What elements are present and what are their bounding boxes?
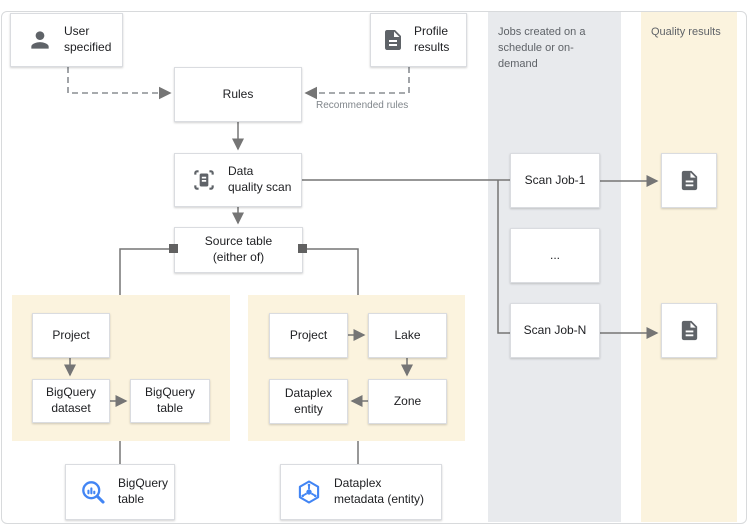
scan-job-1-label: Scan Job-1 (524, 172, 586, 187)
jobs-column-header: Jobs created on a schedule or on-demand (498, 26, 586, 70)
bigquery-table-output-label: BigQuery table (118, 476, 169, 506)
scan-job-n-node: Scan Job-N (510, 303, 600, 358)
scan-job-1-node: Scan Job-1 (510, 153, 600, 208)
dataplex-metadata-output-node: Dataplex metadata (entity) (280, 464, 442, 520)
source-table-node: Source table (either of) (174, 227, 303, 273)
scan-job-ellipsis-node: ... (510, 228, 600, 283)
bigquery-dataset-label: BigQuery dataset (45, 385, 97, 415)
bigquery-table-label: BigQuery table (144, 385, 196, 415)
data-quality-scan-label: Data quality scan (228, 164, 292, 194)
bigquery-table-output-node: BigQuery table (65, 464, 175, 520)
dataplex-icon (295, 478, 323, 506)
file-icon (678, 169, 701, 192)
source-table-left-connector (169, 244, 178, 253)
dataplex-entity-label: Dataplex entity (284, 385, 333, 416)
scan-job-n-label: Scan Job-N (523, 322, 587, 337)
profile-results-node: Profile results (370, 13, 467, 67)
zone-node: Zone (368, 379, 447, 424)
scan-document-icon (191, 167, 217, 193)
dataplex-entity-node: Dataplex entity (269, 379, 348, 424)
zone-label: Zone (393, 393, 422, 408)
file-icon (678, 319, 701, 342)
person-icon (27, 27, 53, 53)
bigquery-dataset-node: BigQuery dataset (32, 379, 110, 423)
rules-label: Rules (222, 86, 254, 101)
scan-job-ellipsis-label: ... (549, 247, 560, 262)
lake-node: Lake (368, 313, 447, 358)
quality-results-column: Quality results (641, 12, 737, 522)
quality-result-1-node (661, 153, 717, 208)
quality-result-2-node (661, 303, 717, 358)
diagram-frame (1, 11, 747, 524)
recommended-rules-label: Recommended rules (316, 100, 409, 111)
source-table-right-connector (298, 244, 307, 253)
project-dataplex-node: Project (269, 313, 348, 358)
project-bigquery-node: Project (32, 313, 110, 358)
quality-results-header: Quality results (651, 26, 721, 38)
project-dataplex-label: Project (289, 327, 328, 342)
lake-label: Lake (394, 327, 421, 342)
rules-node: Rules (174, 67, 302, 122)
bigquery-table-node: BigQuery table (130, 379, 210, 423)
source-table-label: Source table (either of) (204, 234, 273, 264)
user-specified-node: User specified (10, 13, 123, 67)
dataplex-metadata-output-label: Dataplex metadata (entity) (334, 476, 425, 506)
bigquery-icon (79, 478, 107, 506)
data-quality-scan-node: Data quality scan (174, 153, 302, 207)
profile-results-label: Profile results (414, 24, 450, 54)
user-specified-label: User specified (64, 24, 112, 54)
file-icon (381, 28, 405, 52)
project-bigquery-label: Project (52, 327, 90, 342)
